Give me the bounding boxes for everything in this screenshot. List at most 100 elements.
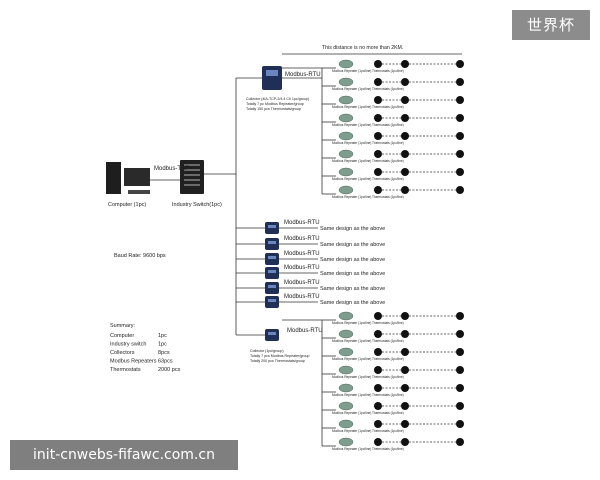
thermostat-icon <box>374 438 382 446</box>
thermostat-icon <box>374 168 382 176</box>
modbus-repeater-icon <box>338 329 354 339</box>
thermostat-label: Thermostats (1pc/line) <box>372 87 404 91</box>
modbus-repeater-icon <box>338 131 354 141</box>
baud-rate-label: Baud Rate: 9600 bps <box>114 253 166 259</box>
thermostat-icon <box>456 132 464 140</box>
modbus-repeater-icon <box>338 167 354 177</box>
rtu-label-mid: Modbus-RTU <box>284 280 320 286</box>
collector-led-icon <box>268 256 276 259</box>
thermostat-icon <box>456 366 464 374</box>
repeater-label: Modbus Repeater (1pc/line) <box>332 159 371 163</box>
thermostat-label: Thermostats (1pc/line) <box>372 105 404 109</box>
same-design-label: Same design as the above <box>320 257 385 263</box>
thermostat-icon <box>401 78 409 86</box>
collector-led-icon <box>268 270 276 273</box>
thermostat-icon <box>401 366 409 374</box>
thermostat-icon <box>456 186 464 194</box>
collector-bottom-note-line: Totally 7 pcs Modbus Repeater/group <box>250 354 310 358</box>
thermostat-icon <box>401 348 409 356</box>
thermostat-label: Thermostats (1pc/line) <box>372 339 404 343</box>
thermostat-icon <box>401 150 409 158</box>
thermostat-icon <box>456 96 464 104</box>
thermostat-icon <box>374 402 382 410</box>
thermostat-label: Thermostats (1pc/line) <box>372 69 404 73</box>
thermostat-icon <box>374 60 382 68</box>
collector-led-icon <box>268 225 276 228</box>
thermostat-icon <box>374 150 382 158</box>
modbus-repeater-icon <box>338 185 354 195</box>
modbus-repeater-icon <box>338 365 354 375</box>
rtu-label-mid: Modbus-RTU <box>284 294 320 300</box>
switch-port-icon <box>184 184 200 186</box>
repeater-label: Modbus Repeater (1pc/line) <box>332 393 371 397</box>
collector-top-note-line: Totally 7 pc Modbus Repeater/group <box>246 102 304 106</box>
connection-lines <box>150 53 462 447</box>
thermostat-icon <box>401 438 409 446</box>
thermostat-icon <box>401 312 409 320</box>
rtu-label-mid: Modbus-RTU <box>284 251 320 257</box>
repeater-label: Modbus Repeater (1pc/line) <box>332 357 371 361</box>
thermostat-icon <box>374 420 382 428</box>
repeater-label: Modbus Repeater (1pc/line) <box>332 411 371 415</box>
thermostat-label: Thermostats (1pc/line) <box>372 195 404 199</box>
thermostat-icon <box>374 312 382 320</box>
thermostat-label: Thermostats (1pc/line) <box>372 375 404 379</box>
thermostat-icon <box>374 114 382 122</box>
summary-row-label: Computer <box>110 333 134 339</box>
repeater-label: Modbus Repeater (1pc/line) <box>332 69 371 73</box>
thermostat-icon <box>456 114 464 122</box>
summary-row-value: 2000 pcs <box>158 367 181 373</box>
summary-row-label: Modbus Repeaters <box>110 359 157 365</box>
devices <box>106 59 464 447</box>
collector-bottom-note-line: Totally 200 pcs Thermostats/group <box>250 359 305 363</box>
thermostat-icon <box>401 96 409 104</box>
tcp-label: Modbus-TCP <box>154 166 189 172</box>
modbus-repeater-icon <box>338 347 354 357</box>
thermostat-icon <box>456 384 464 392</box>
modbus-repeater-icon <box>338 401 354 411</box>
distance-note: This distance is no more than 2KM. <box>322 45 403 51</box>
same-design-label: Same design as the above <box>320 226 385 232</box>
summary-title: Summary: <box>110 323 136 329</box>
modbus-repeater-icon <box>338 95 354 105</box>
thermostat-icon <box>401 330 409 338</box>
rtu-label-mid: Modbus-RTU <box>284 265 320 271</box>
rtu-label-mid: Modbus-RTU <box>284 236 320 242</box>
repeater-label: Modbus Repeater (1pc/line) <box>332 195 371 199</box>
collector-bottom-note-line: Collector (1pc/group) <box>250 349 284 353</box>
modbus-repeater-icon <box>338 437 354 447</box>
watermark-url-bottom: init-cnwebs-fifawc.com.cn <box>10 440 238 470</box>
repeater-label: Modbus Repeater (1pc/line) <box>332 375 371 379</box>
rtu-label-top: Modbus-RTU <box>285 72 321 78</box>
summary-row-value: 1pc <box>158 342 167 348</box>
thermostat-icon <box>401 60 409 68</box>
thermostat-label: Thermostats (1pc/line) <box>372 123 404 127</box>
thermostat-icon <box>374 78 382 86</box>
modbus-repeater-icon <box>338 311 354 321</box>
computer-label: Computer (1pc) <box>108 202 146 208</box>
watermark-badge-top: 世界杯 <box>512 10 590 40</box>
thermostat-icon <box>456 420 464 428</box>
switch-port-icon <box>184 179 200 181</box>
thermostat-label: Thermostats (1pc/line) <box>372 321 404 325</box>
thermostat-icon <box>456 348 464 356</box>
thermostat-icon <box>374 132 382 140</box>
switch-port-icon <box>184 174 200 176</box>
collector-led-icon <box>268 241 276 244</box>
summary-row-label: Collectors <box>110 350 135 356</box>
thermostat-icon <box>456 438 464 446</box>
switch-label: Industry Switch(1pc) <box>172 202 222 208</box>
repeater-label: Modbus Repeater (1pc/line) <box>332 87 371 91</box>
collector-led-icon <box>268 332 276 335</box>
rtu-label-bottom: Modbus-RTU <box>287 328 323 334</box>
repeater-label: Modbus Repeater (1pc/line) <box>332 321 371 325</box>
thermostat-icon <box>456 330 464 338</box>
thermostat-icon <box>456 402 464 410</box>
repeater-label: Modbus Repeater (1pc/line) <box>332 447 371 451</box>
modbus-repeater-icon <box>338 419 354 429</box>
thermostat-label: Thermostats (1pc/line) <box>372 141 404 145</box>
switch-port-icon <box>184 164 200 166</box>
collector-led-icon <box>268 299 276 302</box>
repeater-label: Modbus Repeater (1pc/line) <box>332 177 371 181</box>
modbus-repeater-icon <box>338 59 354 69</box>
